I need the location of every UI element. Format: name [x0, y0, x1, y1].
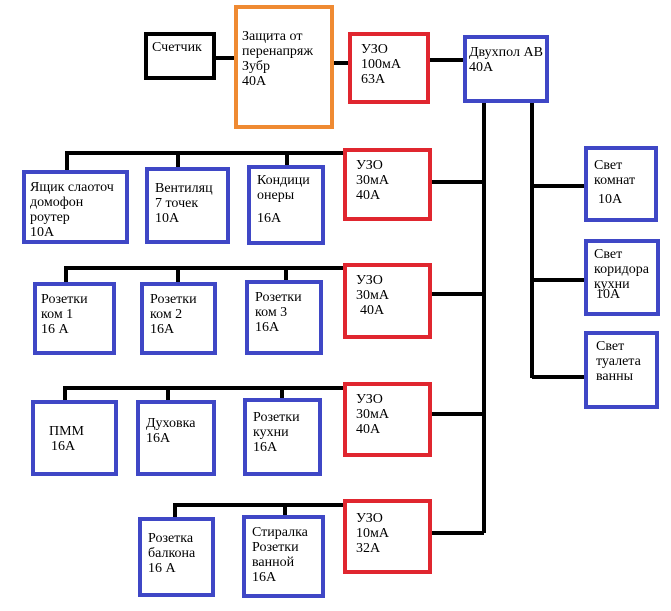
light-3-line-3: ванны — [596, 369, 634, 384]
light-2-line-3: кухни — [594, 277, 630, 292]
rcd-1-line-3: 40А — [356, 188, 381, 203]
load-dishwasher-box: ПММ 16А — [31, 400, 118, 476]
load-washer-bathroom-box: Стиралка Розетки ванной 16А — [242, 515, 325, 598]
rcd-group-3-box: УЗО 30мА 40А — [343, 382, 432, 457]
g1-load3-line-1: Кондици — [257, 173, 310, 188]
main-breaker-box: Двухпол АВ 40А — [463, 35, 549, 103]
light-corridor-box: Свет коридора кухни 10А — [584, 239, 660, 316]
main-breaker-line-2: 40А — [469, 60, 494, 75]
rcd-1-line-2: 30мА — [356, 173, 389, 188]
load-sockets-room-3-box: Розетки ком 3 16А — [245, 280, 323, 355]
g1-load1-line-3: роутер — [30, 210, 70, 225]
g1-load1-line-4: 10А — [30, 225, 55, 240]
meter-box: Счетчик — [144, 32, 216, 80]
g3-load2-line-1: Духовка — [146, 416, 196, 431]
g3-load3-line-1: Розетки — [253, 410, 300, 425]
load-sockets-room-1-box: Розетки ком 1 16 А — [33, 282, 116, 355]
light-1-line-1: Свет — [594, 158, 623, 173]
rcd-group-1-box: УЗО 30мА 40А — [343, 148, 432, 221]
meter-label: Счетчик — [152, 40, 202, 55]
g3-load1-line-1: ПММ — [49, 424, 85, 439]
rcd-2-line-2: 30мА — [356, 288, 389, 303]
surge-line-3: Зубр — [242, 59, 270, 74]
surge-line-1: Защита от — [242, 29, 303, 44]
g1-load2-line-1: Вентиляц — [155, 181, 213, 196]
g3-load3-line-3: 16А — [253, 440, 278, 455]
g2-load2-line-3: 16А — [150, 322, 175, 337]
surge-line-2: перенапряж — [242, 44, 314, 59]
g3-load3-line-2: кухни — [253, 425, 289, 440]
rcd-3-line-3: 40А — [356, 422, 381, 437]
g4-load1-line-1: Розетка — [148, 531, 194, 546]
surge-line-4: 40А — [242, 74, 267, 89]
main-rcd-line-3: 63А — [361, 72, 386, 87]
g2-load2-line-2: ком 2 — [150, 307, 183, 322]
surge-protector-box: Защита от перенапряж Зубр 40А — [234, 5, 334, 129]
rcd-3-line-1: УЗО — [356, 392, 383, 407]
g4-load2-line-3: ванной — [252, 555, 295, 570]
rcd-1-line-1: УЗО — [356, 158, 383, 173]
g3-load1-line-2: 16А — [51, 439, 76, 454]
load-kitchen-sockets-box: Розетки кухни 16А — [243, 398, 322, 476]
g2-load3-line-3: 16А — [255, 320, 280, 335]
rcd-2-line-1: УЗО — [356, 273, 383, 288]
main-rcd-box: УЗО 100мА 63А — [348, 32, 430, 104]
load-ventilation-box: Вентиляц 7 точек 10А — [145, 167, 230, 244]
light-2-line-2: коридора — [594, 262, 649, 277]
rcd-3-line-2: 30мА — [356, 407, 389, 422]
rcd-2-line-3: 40А — [360, 303, 385, 318]
rcd-4-line-3: 32А — [356, 541, 381, 556]
g1-load3-line-3 — [257, 203, 325, 211]
g2-load1-line-2: ком 1 — [41, 307, 74, 322]
rcd-group-2-box: УЗО 30мА 40А — [343, 263, 432, 339]
rcd-group-4-box: УЗО 10мА 32А — [343, 499, 432, 574]
g4-load2-line-2: Розетки — [252, 540, 299, 555]
g1-load1-line-1: Ящик слаоточ — [30, 180, 114, 195]
g2-load3-line-1: Розетки — [255, 290, 302, 305]
load-ac-box: Кондици онеры 16А — [247, 165, 325, 245]
load-low-current-box: Ящик слаоточ домофон роутер 10А — [22, 170, 129, 244]
g1-load2-line-2: 7 точек — [155, 196, 199, 211]
main-rcd-line-1: УЗО — [361, 42, 388, 57]
light-bathroom-box: Свет туалета ванны — [584, 331, 659, 409]
rcd-4-line-2: 10мА — [356, 526, 389, 541]
g4-load2-line-4: 16А — [252, 570, 277, 585]
light-2-line-4: 10А — [596, 287, 621, 302]
g2-load1-line-1: Розетки — [41, 292, 88, 307]
light-2-line-1: Свет — [594, 247, 623, 262]
load-balcony-socket-box: Розетка балкона 16 А — [138, 517, 215, 597]
load-oven-box: Духовка 16А — [136, 400, 216, 476]
g3-load2-line-2: 16А — [146, 431, 171, 446]
light-rooms-box: Свет комнат 10А — [584, 146, 658, 222]
main-breaker-line-1: Двухпол АВ — [469, 45, 543, 60]
g2-load1-line-3: 16 А — [41, 322, 69, 337]
g1-load3-line-4: 16А — [257, 211, 282, 226]
light-1-line-4: 10А — [598, 192, 623, 207]
g4-load1-line-3: 16 А — [148, 561, 176, 576]
load-sockets-room-2-box: Розетки ком 2 16А — [140, 282, 217, 355]
light-3-line-2: туалета — [596, 354, 641, 369]
g4-load1-line-2: балкона — [148, 546, 196, 561]
rcd-4-line-1: УЗО — [356, 511, 383, 526]
g1-load1-line-2: домофон — [30, 195, 84, 210]
main-rcd-line-2: 100мА — [361, 57, 401, 72]
g1-load3-line-2: онеры — [257, 188, 295, 203]
light-3-line-1: Свет — [596, 339, 625, 354]
g2-load3-line-2: ком 3 — [255, 305, 288, 320]
g2-load2-line-1: Розетки — [150, 292, 197, 307]
g1-load2-line-3: 10А — [155, 211, 180, 226]
light-1-line-2: комнат — [594, 173, 636, 188]
g4-load2-line-1: Стиралка — [252, 525, 308, 540]
